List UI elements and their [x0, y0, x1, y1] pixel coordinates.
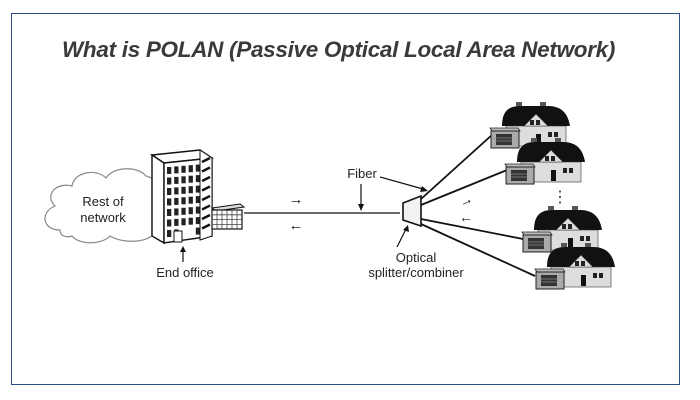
downstream-arrow-icon: → — [289, 191, 304, 208]
drop-fiber-1 — [420, 133, 494, 200]
drop-fiber-4 — [420, 223, 536, 277]
drop-fibers — [420, 133, 536, 277]
end-office-label: End office — [156, 265, 214, 280]
splitter-label-line2: splitter/combiner — [368, 265, 464, 280]
drop-fiber-2 — [420, 169, 508, 206]
network-cloud: Rest of network — [44, 168, 153, 244]
house-icon — [504, 138, 585, 185]
olt-equipment-icon — [210, 203, 246, 230]
downstream-drop-arrow-icon: → — [456, 190, 475, 210]
cloud-label-line2: network — [80, 210, 126, 225]
upstream-drop-arrow-icon: ← — [459, 209, 473, 225]
end-office-building-icon — [149, 149, 215, 245]
diagram-frame — [11, 13, 680, 385]
cloud-label-line1: Rest of — [82, 194, 124, 209]
optical-splitter-icon — [402, 194, 422, 228]
house-icon — [489, 102, 570, 149]
splitter-label-line1: Optical — [396, 250, 437, 265]
house-icon — [534, 243, 615, 290]
upstream-arrow-icon: ← — [289, 217, 304, 234]
drop-fiber-3 — [420, 218, 524, 240]
house-icon — [521, 206, 602, 253]
fiber-pointer-right — [420, 186, 428, 192]
more-houses-ellipsis: ⋮ — [552, 189, 568, 206]
fiber-pointer-down — [358, 204, 364, 211]
page-title: What is POLAN (Passive Optical Local Are… — [62, 37, 616, 62]
fiber-label: Fiber — [347, 166, 377, 181]
